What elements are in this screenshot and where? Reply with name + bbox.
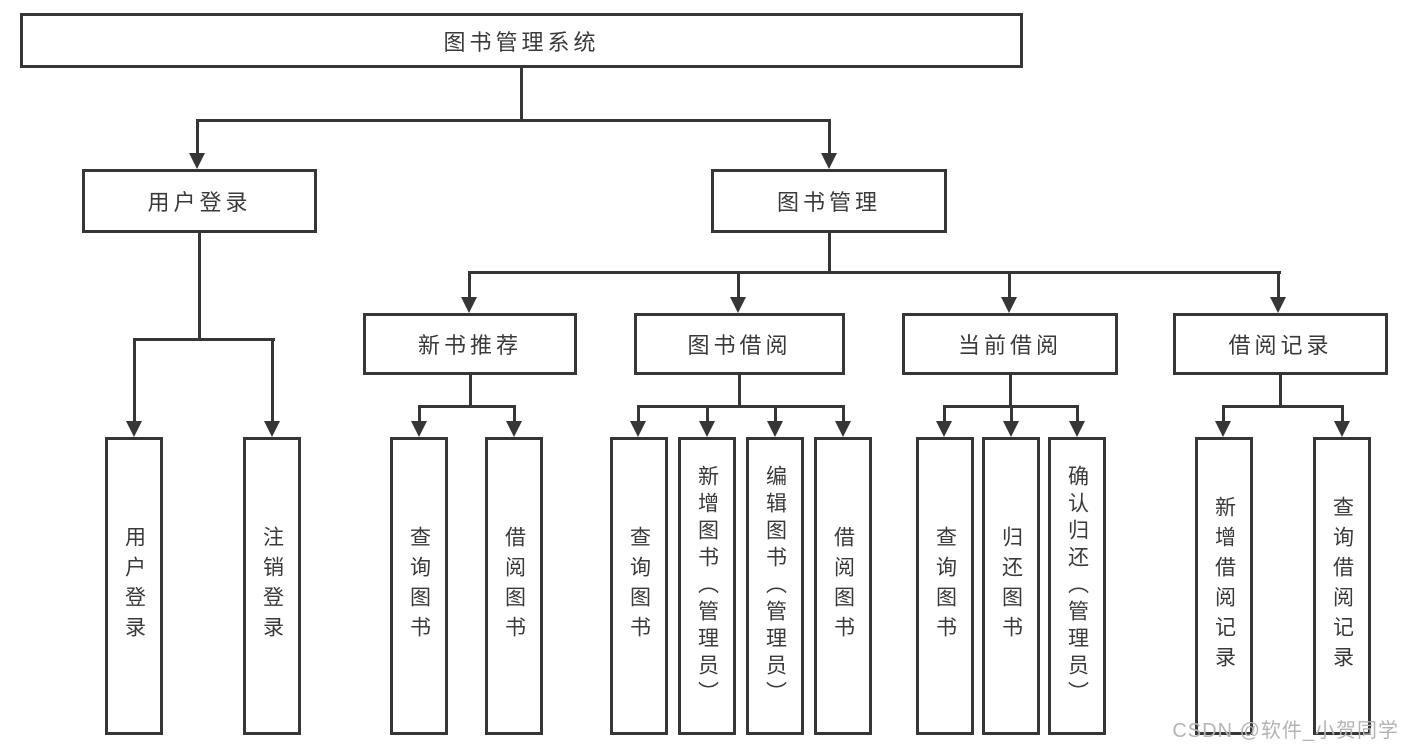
leaf-current-confirm-return-admin: 确认归还（管理员） <box>1048 437 1106 735</box>
connector-line <box>133 338 275 341</box>
connector-line <box>738 375 741 408</box>
connector-line <box>828 119 831 156</box>
node-new-book-recommend: 新书推荐 <box>363 313 577 375</box>
connector-line <box>1008 271 1011 299</box>
connector-line <box>271 338 274 424</box>
connector-line <box>468 271 1281 274</box>
connector-line <box>1222 405 1344 408</box>
arrow-down-icon <box>821 153 837 169</box>
leaf-records-query-record: 查询借阅记录 <box>1313 437 1371 735</box>
node-current-borrow: 当前借阅 <box>902 313 1118 375</box>
node-label: 图书管理 <box>776 190 881 215</box>
arrow-down-icon <box>699 421 715 437</box>
connector-line <box>706 405 709 423</box>
node-label: 借阅图书 <box>831 526 855 646</box>
node-label: 新书推荐 <box>417 333 522 358</box>
arrow-down-icon <box>1069 421 1085 437</box>
connector-line <box>737 271 740 299</box>
connector-line <box>418 405 516 408</box>
arrow-down-icon <box>189 153 205 169</box>
arrow-down-icon <box>264 421 280 437</box>
node-label: 确认归还（管理员） <box>1065 464 1089 708</box>
leaf-logout: 注销登录 <box>243 437 301 735</box>
node-label: 查询图书 <box>933 526 957 646</box>
arrow-down-icon <box>730 297 746 313</box>
arrow-down-icon <box>630 421 646 437</box>
arrow-down-icon <box>1334 421 1350 437</box>
leaf-recommend-borrow-books: 借阅图书 <box>485 437 543 735</box>
connector-line <box>196 119 831 122</box>
node-label: 借阅图书 <box>502 526 526 646</box>
connector-line <box>1341 405 1344 423</box>
leaf-current-return-books: 归还图书 <box>982 437 1040 735</box>
connector-line <box>1076 405 1079 423</box>
node-label: 注销登录 <box>260 526 284 646</box>
node-label: 查询图书 <box>407 526 431 646</box>
node-label: 用户登录 <box>147 190 252 215</box>
node-library-management-system: 图书管理系统 <box>20 13 1023 68</box>
connector-line <box>1279 375 1282 408</box>
arrow-down-icon <box>411 421 427 437</box>
csdn-watermark: CSDN @软件_小贺同学 <box>1172 720 1399 742</box>
arrow-down-icon <box>506 421 522 437</box>
connector-line <box>828 233 831 274</box>
connector-line <box>418 405 421 423</box>
connector-line <box>198 233 201 341</box>
node-label: 新增借阅记录 <box>1212 496 1236 676</box>
node-book-borrow: 图书借阅 <box>634 313 845 375</box>
arrow-down-icon <box>936 421 952 437</box>
leaf-user-login: 用户登录 <box>105 437 163 735</box>
connector-line <box>1222 405 1225 423</box>
connector-line <box>520 68 523 120</box>
connector-line <box>774 405 777 423</box>
connector-line <box>637 405 640 423</box>
connector-line <box>943 405 946 423</box>
connector-line <box>1277 271 1280 299</box>
node-user-login: 用户登录 <box>82 169 317 233</box>
connector-line <box>637 405 845 408</box>
node-label: 用户登录 <box>122 526 146 646</box>
arrow-down-icon <box>1001 297 1017 313</box>
node-label: 编辑图书（管理员） <box>763 464 787 708</box>
connector-line <box>1010 405 1013 423</box>
arrow-down-icon <box>1215 421 1231 437</box>
node-label: 图书管理系统 <box>443 29 600 55</box>
connector-line <box>842 405 845 423</box>
arrow-down-icon <box>767 421 783 437</box>
node-label: 归还图书 <box>999 526 1023 646</box>
leaf-current-query-books: 查询图书 <box>916 437 974 735</box>
connector-line <box>468 271 471 299</box>
node-label: 查询借阅记录 <box>1330 496 1354 676</box>
leaf-borrow-add-books-admin: 新增图书（管理员） <box>678 437 736 735</box>
arrow-down-icon <box>126 421 142 437</box>
arrow-down-icon <box>835 421 851 437</box>
leaf-borrow-borrow-books: 借阅图书 <box>814 437 872 735</box>
arrow-down-icon <box>1270 297 1286 313</box>
node-label: 图书借阅 <box>687 333 792 358</box>
connector-line <box>196 119 199 156</box>
connector-line <box>513 405 516 423</box>
node-label: 借阅记录 <box>1228 333 1333 358</box>
leaf-records-add-record: 新增借阅记录 <box>1195 437 1253 735</box>
arrow-down-icon <box>1003 421 1019 437</box>
connector-line <box>133 338 136 424</box>
node-label: 查询图书 <box>627 526 651 646</box>
leaf-borrow-query-books: 查询图书 <box>610 437 668 735</box>
node-label: 新增图书（管理员） <box>695 464 719 708</box>
arrow-down-icon <box>461 297 477 313</box>
node-borrow-records: 借阅记录 <box>1173 313 1388 375</box>
leaf-borrow-edit-books-admin: 编辑图书（管理员） <box>746 437 804 735</box>
node-book-management: 图书管理 <box>711 169 947 233</box>
node-label: 当前借阅 <box>957 333 1062 358</box>
connector-line <box>469 375 472 408</box>
leaf-recommend-query-books: 查询图书 <box>390 437 448 735</box>
connector-line <box>1009 375 1012 408</box>
